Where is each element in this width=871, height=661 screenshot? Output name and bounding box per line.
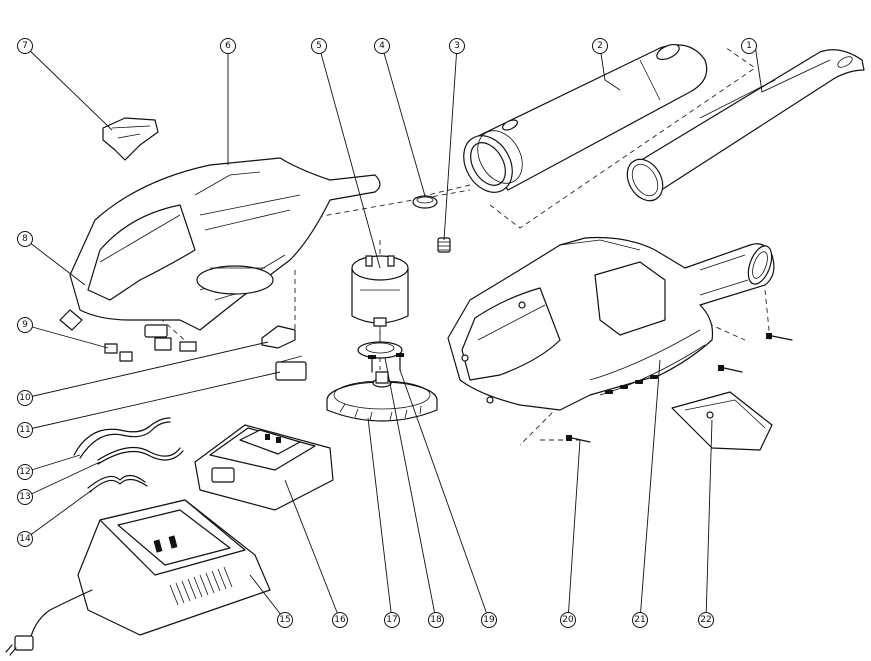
part-16-battery	[194, 424, 334, 511]
part-3-spring	[437, 237, 451, 253]
callout-22: 22	[698, 612, 714, 628]
svg-text:14: 14	[19, 534, 31, 544]
svg-text:2: 2	[597, 41, 603, 51]
part-19-screws	[368, 353, 404, 373]
svg-text:1: 1	[746, 41, 752, 51]
svg-text:12: 12	[19, 467, 30, 477]
svg-text:4: 4	[379, 41, 385, 51]
svg-text:21: 21	[634, 615, 645, 625]
svg-text:8: 8	[22, 234, 28, 244]
callout-1: 1	[741, 38, 757, 54]
part-20-screws	[566, 333, 793, 443]
part-11-microswitch	[275, 355, 307, 381]
part-10-block	[261, 325, 296, 349]
callout-4: 4	[374, 38, 390, 54]
svg-text:13: 13	[19, 492, 30, 502]
callout-5: 5	[311, 38, 327, 54]
svg-text:19: 19	[483, 615, 495, 625]
callouts: 1 2 3 4 5 6 7 8 9 10 11 12 13 14 15 16 1…	[17, 38, 757, 628]
callout-12: 12	[17, 464, 33, 480]
part-22-flap	[671, 391, 773, 451]
part-12-wire	[73, 417, 171, 459]
part-5-motor	[351, 255, 409, 340]
callout-6: 6	[220, 38, 236, 54]
callout-8: 8	[17, 231, 33, 247]
part-6-housing-left	[59, 157, 381, 331]
callout-9: 9	[17, 317, 33, 333]
svg-text:3: 3	[454, 41, 460, 51]
svg-text:5: 5	[316, 41, 322, 51]
callout-21: 21	[632, 612, 648, 628]
callout-19: 19	[481, 612, 497, 628]
callout-17: 17	[384, 612, 400, 628]
svg-text:10: 10	[19, 393, 31, 403]
callout-13: 13	[17, 489, 33, 505]
part-4-disc	[412, 195, 438, 209]
callout-18: 18	[428, 612, 444, 628]
svg-text:9: 9	[22, 320, 28, 330]
svg-text:15: 15	[279, 615, 290, 625]
charger-vents	[169, 566, 233, 606]
part-1-blower-tube	[626, 49, 865, 202]
callout-15: 15	[277, 612, 293, 628]
part-17-impeller	[326, 371, 438, 422]
callout-20: 20	[560, 612, 576, 628]
leader-lines	[24, 44, 831, 621]
svg-text:16: 16	[334, 615, 346, 625]
callout-16: 16	[332, 612, 348, 628]
part-21-housing-right	[447, 236, 775, 411]
part-14-wire	[87, 474, 148, 493]
part-2-middle-tube	[463, 43, 708, 193]
callout-10: 10	[17, 390, 33, 406]
callout-7: 7	[17, 38, 33, 54]
part-13-wire	[97, 446, 184, 465]
part-9-contacts	[104, 324, 197, 362]
callout-3: 3	[449, 38, 465, 54]
svg-text:7: 7	[22, 41, 28, 51]
svg-text:18: 18	[430, 615, 442, 625]
svg-text:11: 11	[19, 425, 30, 435]
part-15-charger	[5, 499, 271, 656]
callout-11: 11	[17, 422, 33, 438]
part-7-clip	[102, 117, 159, 161]
callout-2: 2	[592, 38, 608, 54]
svg-text:20: 20	[562, 615, 574, 625]
svg-text:22: 22	[700, 615, 711, 625]
housing-vents	[605, 375, 658, 394]
svg-text:17: 17	[386, 615, 397, 625]
svg-text:6: 6	[225, 41, 231, 51]
callout-14: 14	[17, 531, 33, 547]
part-18-mount-ring	[357, 341, 403, 359]
